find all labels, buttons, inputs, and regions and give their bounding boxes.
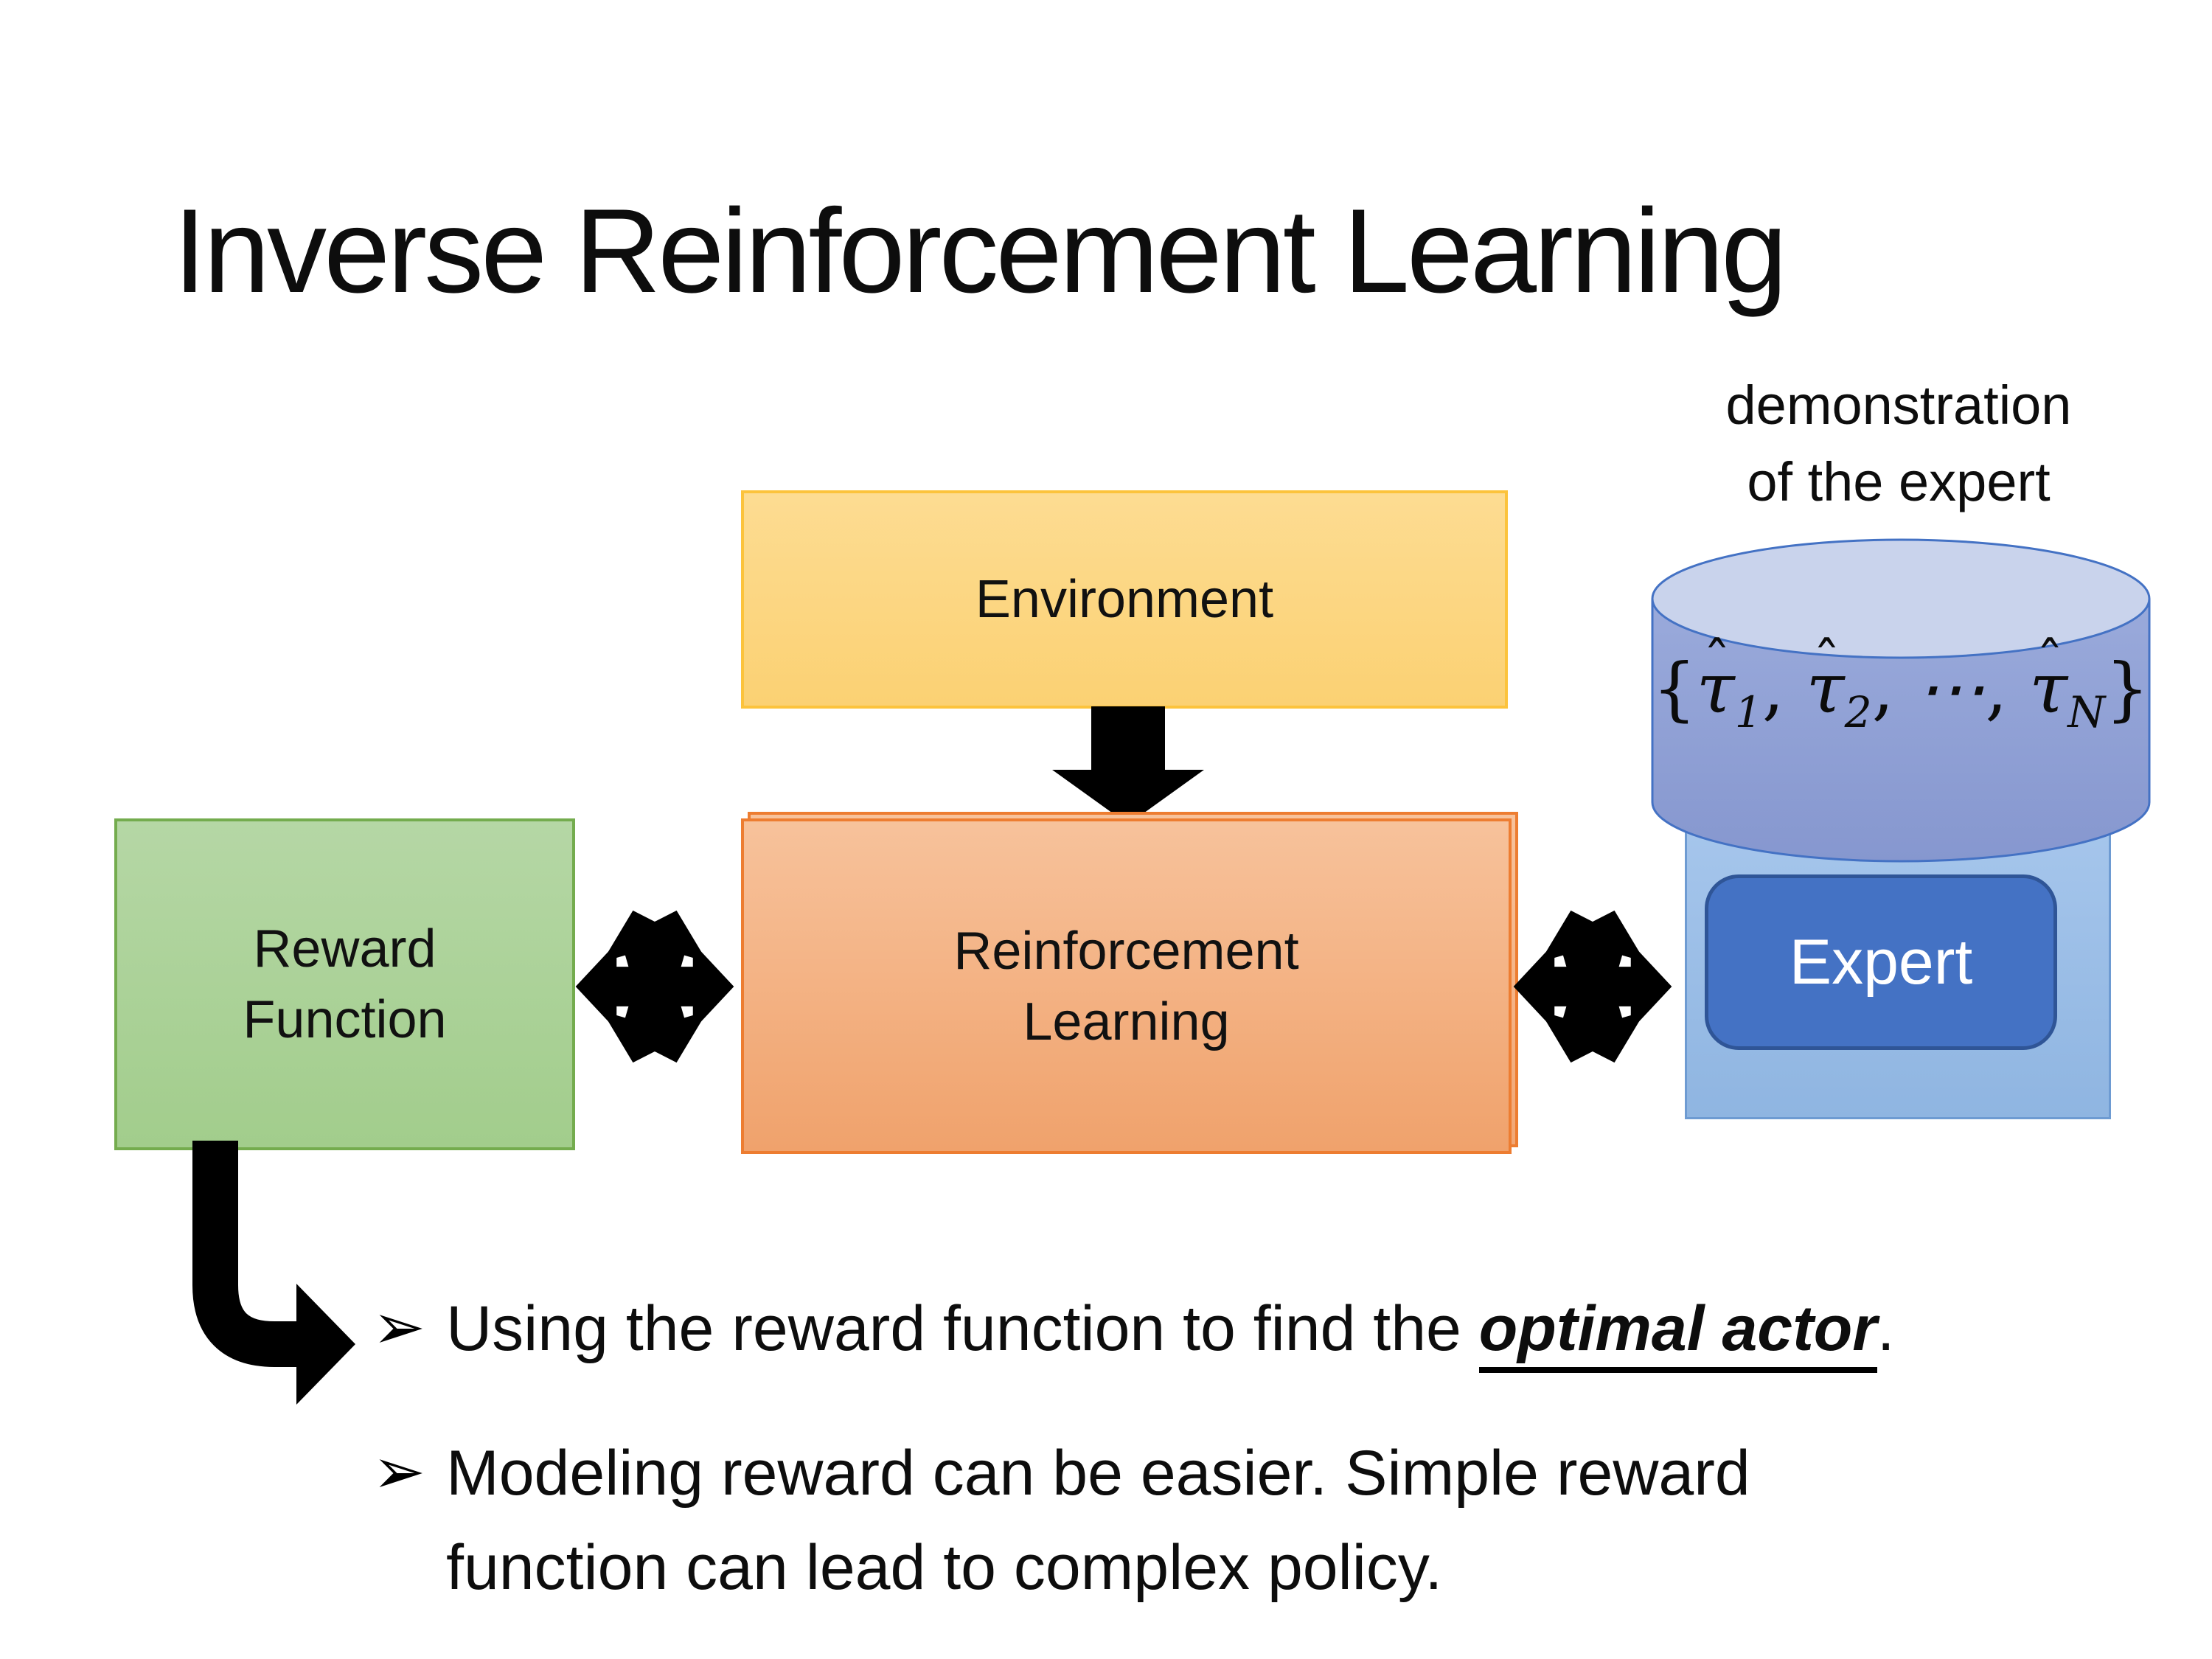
exchange-arrow-right-icon bbox=[1513, 910, 1672, 1063]
demonstration-label-line1: demonstration bbox=[1725, 375, 2072, 436]
bullet-item-1: ➢ Using the reward function to find the … bbox=[372, 1281, 1994, 1376]
bullet-1-prefix: Using the reward function to find the bbox=[446, 1293, 1479, 1364]
environment-box: Environment bbox=[741, 490, 1508, 709]
elbow-arrow-icon bbox=[192, 1141, 355, 1405]
bullet-2-text: Modeling reward can be easier. Simple re… bbox=[446, 1438, 1750, 1603]
bullet-1-text: Using the reward function to find the op… bbox=[446, 1281, 1895, 1376]
demonstration-label: demonstration of the expert bbox=[1585, 367, 2212, 521]
arrowhead-bullet-icon: ➢ bbox=[372, 1436, 426, 1507]
environment-label: Environment bbox=[975, 570, 1274, 629]
expert-label: Expert bbox=[1789, 927, 1973, 998]
reward-function-box: Reward Function bbox=[114, 818, 575, 1150]
reward-function-label-line1: Reward bbox=[253, 919, 437, 978]
expert-box: Expert bbox=[1705, 874, 2057, 1050]
exchange-arrow-left-icon bbox=[575, 910, 734, 1063]
demonstration-cylinder bbox=[1651, 538, 2151, 863]
down-arrow-icon bbox=[1052, 706, 1204, 824]
demonstration-label-line2: of the expert bbox=[1747, 451, 2051, 512]
bullet-list: ➢ Using the reward function to find the … bbox=[372, 1281, 1994, 1659]
reinforcement-learning-box: Reinforcement Learning bbox=[741, 818, 1512, 1154]
reinforcement-learning-label-line2: Learning bbox=[1023, 992, 1230, 1051]
reward-function-label-line2: Function bbox=[243, 990, 447, 1049]
reinforcement-learning-label-line1: Reinforcement bbox=[953, 921, 1299, 981]
bullet-1-suffix: . bbox=[1877, 1293, 1895, 1364]
bullet-1-emphasis: optimal actor bbox=[1478, 1293, 1877, 1373]
arrowhead-bullet-icon: ➢ bbox=[372, 1292, 426, 1363]
slide-title: Inverse Reinforcement Learning bbox=[173, 184, 1787, 318]
bullet-item-2: ➢ Modeling reward can be easier. Simple … bbox=[372, 1426, 1994, 1615]
